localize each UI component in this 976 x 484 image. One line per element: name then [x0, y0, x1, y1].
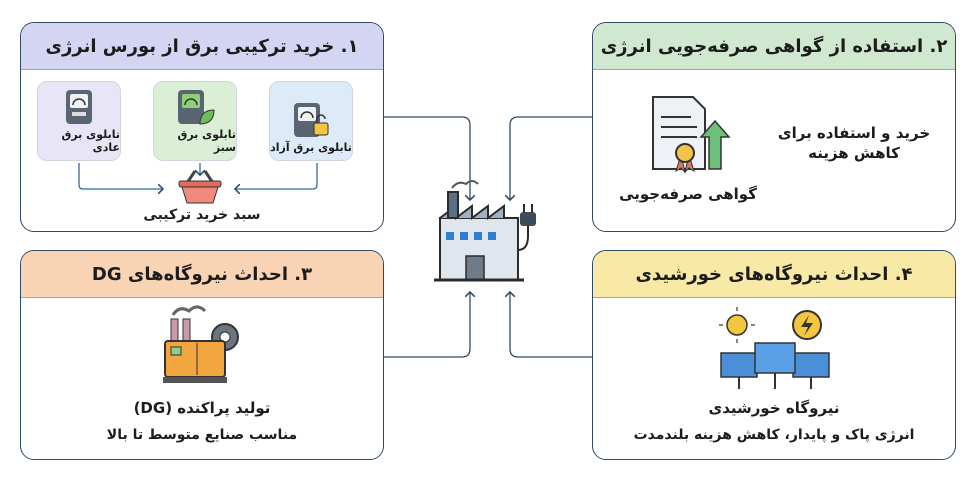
solar-line2: انرژی پاک و پایدار، کاهش هزینه بلندمدت [633, 427, 915, 443]
certificate-description: خرید و استفاده برای کاهش هزینه [769, 123, 939, 163]
card-label: تابلوی برق عادی [61, 128, 121, 154]
certificate-label: گواهی صرفه‌جویی [619, 185, 757, 203]
panel-title: ۴. احداث نیروگاه‌های خورشیدی [593, 251, 955, 298]
card-regular-meter: تابلوی برق عادی [37, 81, 121, 161]
card-label: تابلوی برق سبز [177, 128, 237, 154]
meter-leaf-icon [178, 90, 215, 125]
panel-title: ۳. احداث نیروگاه‌های DG [21, 251, 383, 298]
solar-plants-panel: ۴. احداث نیروگاه‌های خورشیدی نیروگاه خور… [592, 250, 956, 460]
certificate-icon [652, 96, 731, 174]
factory-plug-icon [434, 180, 536, 282]
solar-line1: نیروگاه خورشیدی [708, 399, 840, 417]
combined-purchase-panel: ۱. خرید ترکیبی برق از بورس انرژی تابلوی … [20, 22, 384, 232]
panel-title: ۲. استفاده از گواهی صرفه‌جویی انرژی [593, 23, 955, 70]
solar-panels-icon [719, 307, 830, 389]
description-line: خرید و استفاده برای [777, 124, 931, 142]
meter-lock-icon [294, 103, 329, 137]
meter-icon [66, 90, 92, 124]
dg-line1: تولید پراکنده (DG) [133, 399, 271, 417]
energy-saving-certificate-panel: ۲. استفاده از گواهی صرفه‌جویی انرژی گواه… [592, 22, 956, 232]
dg-plants-panel: ۳. احداث نیروگاه‌های DG تولید پراکنده (D… [20, 250, 384, 460]
description-line: کاهش هزینه [808, 144, 900, 162]
basket-arrows [78, 163, 318, 204]
card-green-meter: تابلوی برق سبز [153, 81, 237, 161]
card-free-meter: تابلوی برق آزاد [269, 81, 353, 161]
panel-title: ۱. خرید ترکیبی برق از بورس انرژی [21, 23, 383, 70]
basket-icon [178, 170, 222, 204]
generator-icon [163, 305, 239, 383]
dg-line2: مناسب صنایع متوسط تا بالا [106, 427, 298, 443]
basket-label: سبد خرید ترکیبی [143, 207, 261, 223]
card-label: تابلوی برق آزاد [270, 141, 352, 154]
